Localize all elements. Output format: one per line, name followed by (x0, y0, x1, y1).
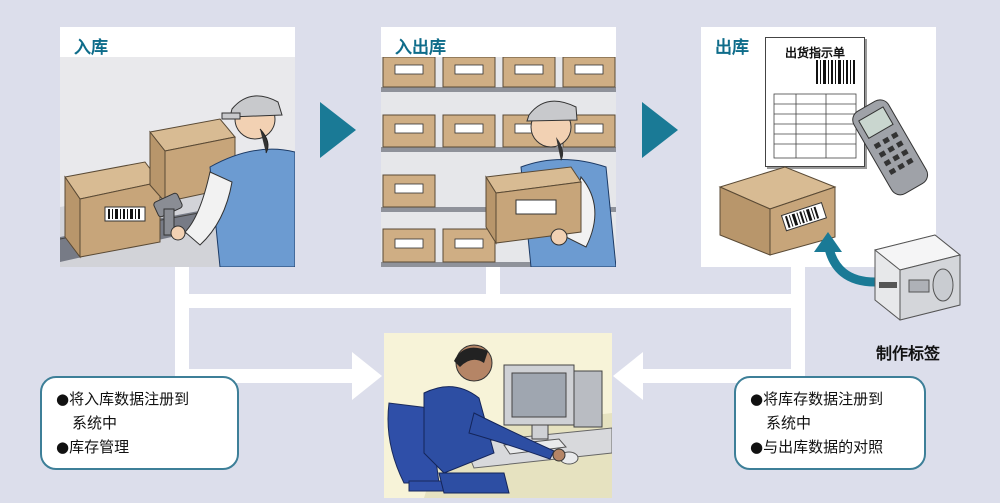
printer-caption: 制作标签 (876, 344, 941, 363)
box-icon (64, 161, 161, 259)
panel-outbound: 出库 出货指示单 (701, 27, 936, 267)
callout-right-line-3: ●与出库数据的对照 (750, 438, 884, 456)
callout-right-line-1: ●将库存数据注册到 (750, 390, 884, 408)
label-printer-icon (873, 234, 962, 321)
connector-horizontal (175, 294, 805, 308)
connector-storage-down (486, 262, 500, 304)
panel-inbound: 入库 (60, 27, 295, 267)
panel-computer-operator (384, 333, 612, 498)
barcode-scanner-icon (153, 192, 186, 241)
step-arrow-2 (642, 102, 678, 158)
shipping-instruction-document: 出货指示单 (765, 37, 865, 167)
panel-storage: 入出库 (381, 27, 616, 267)
operator-scene (384, 333, 612, 498)
callout-right-line-2: 系统中 (766, 414, 812, 432)
arrow-into-computer-left (352, 352, 382, 400)
callout-left-line-1: ●将入库数据注册到 (56, 390, 190, 408)
curved-arrow-icon (814, 232, 876, 287)
callout-left-line-2: 系统中 (72, 414, 118, 432)
arrow-into-computer-right (613, 352, 643, 400)
step-arrow-1 (320, 102, 356, 158)
inbound-scene (60, 57, 295, 267)
panel-inbound-title: 入库 (74, 38, 108, 58)
callout-left-line-3: ●库存管理 (56, 438, 130, 456)
box-icon (485, 166, 582, 246)
storage-scene (381, 57, 616, 267)
callout-right-stock-registration: ●将库存数据注册到 系统中 ●与出库数据的对照 (734, 376, 926, 470)
box-icon (718, 166, 837, 256)
monitor-icon (503, 364, 603, 440)
callout-left-inbound-registration: ●将入库数据注册到 系统中 ●库存管理 (40, 376, 239, 470)
operator-figure (423, 344, 566, 494)
document-title: 出货指示单 (784, 46, 845, 60)
worker-figure (184, 95, 295, 267)
panel-outbound-title: 出库 (715, 38, 749, 58)
handheld-terminal-icon (852, 99, 929, 196)
panel-storage-title: 入出库 (395, 38, 446, 58)
